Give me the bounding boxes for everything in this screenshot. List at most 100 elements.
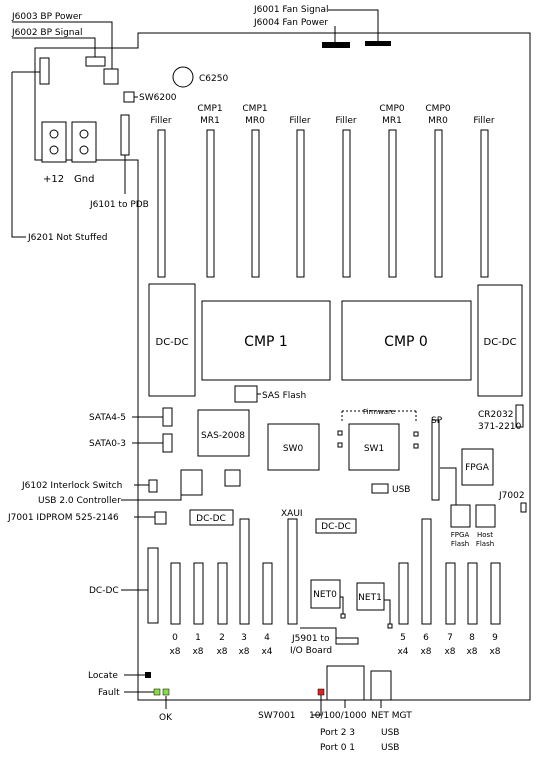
label-sata03: SATA0-3 — [89, 439, 126, 449]
pcie-slot-number: 7 — [447, 633, 453, 643]
fault-led-1 — [153, 688, 161, 696]
label-port23: Port 2 3 — [320, 728, 355, 738]
label-sas2008: SAS-2008 — [201, 431, 245, 441]
pcie-slot-width: x4 — [397, 647, 408, 657]
label-dcdc-vertical: DC-DC — [89, 586, 119, 596]
j5901-connector — [335, 637, 359, 645]
locate-led — [145, 672, 151, 678]
terminal-hole — [79, 129, 89, 139]
memory-slot — [296, 129, 305, 278]
label-j7002: J7002 — [498, 491, 525, 501]
j7002-connector — [520, 502, 527, 513]
sw1-chip — [348, 423, 400, 471]
label-fpga: FPGA — [465, 463, 490, 473]
pcie-slot-width: x8 — [444, 647, 455, 657]
pcie-slot-width: x8 — [169, 647, 180, 657]
j6001-connector — [365, 41, 391, 46]
net1-small-chip — [387, 623, 393, 629]
firmware-chip — [337, 430, 343, 436]
label-cmp1: CMP 1 — [244, 334, 288, 350]
j6201-connector — [39, 57, 50, 85]
fpga-chip — [461, 448, 494, 486]
net0-chip — [310, 579, 341, 609]
leader-j6003 — [12, 21, 113, 69]
leader-j6201 — [11, 71, 40, 238]
memory-slot — [206, 129, 215, 278]
c6250-capacitor — [172, 66, 194, 88]
net0-small-chip — [340, 613, 346, 619]
sp-connector — [431, 419, 440, 501]
label-j6001: J6001 Fan Signal — [253, 5, 329, 15]
label-j6002: J6002 BP Signal — [11, 28, 83, 38]
leader-usb20 — [121, 495, 182, 501]
label-netmgt: NET MGT — [371, 711, 412, 721]
j6002-connector — [85, 56, 106, 67]
memory-slot-label: Filler — [473, 116, 495, 126]
pcie-slot-number: 0 — [172, 633, 178, 643]
label-xaui: XAUI — [281, 509, 303, 519]
leader-net0 — [340, 596, 344, 614]
j6102-connector — [148, 479, 158, 493]
leader-net1 — [384, 599, 391, 624]
pcie-slot — [398, 562, 409, 625]
memory-slot-label: CMP1 — [242, 104, 267, 114]
dcdc-right-block — [477, 284, 523, 397]
label-dcdc-left: DC-DC — [156, 337, 189, 348]
label-sp: SP — [431, 416, 443, 426]
dcdc-small-left — [189, 509, 234, 526]
label-j6201: J6201 Not Stuffed — [27, 233, 107, 243]
label-j5901-2: I/O Board — [290, 646, 332, 656]
cmp0-block — [341, 300, 472, 381]
sata45-connector — [162, 407, 173, 427]
pcie-slot-width: x8 — [489, 647, 500, 657]
j6004-connector — [322, 42, 350, 48]
memory-slot-label: MR1 — [382, 116, 402, 126]
battery-cr2032 — [515, 404, 524, 428]
pcie-slot-width: x8 — [238, 647, 249, 657]
pcie-slot-number: 4 — [264, 633, 270, 643]
pcie-slot-width: x8 — [216, 647, 227, 657]
firmware-chip — [337, 442, 343, 448]
label-fault: Fault — [98, 688, 120, 698]
label-plus12: +12 — [43, 174, 64, 185]
label-dcdc-small-center: DC-DC — [321, 522, 351, 532]
pcie-slot-width: x8 — [192, 647, 203, 657]
label-cr2032: CR2032 — [478, 410, 513, 420]
label-usb20: USB 2.0 Controller — [38, 496, 121, 506]
j6101-connector — [120, 114, 130, 156]
label-sas-flash: SAS Flash — [262, 391, 306, 401]
xaui-connector — [287, 518, 298, 625]
pcie-slot-number: 1 — [195, 633, 201, 643]
memory-slot-label: MR0 — [428, 116, 448, 126]
pcie-slot-width: x8 — [466, 647, 477, 657]
label-locate: Locate — [88, 671, 118, 681]
usb20-controller-chip — [180, 469, 203, 496]
sas-flash-chip — [234, 385, 258, 403]
pcie-slot — [467, 562, 478, 625]
dcdc-vertical-left — [147, 547, 159, 624]
pcie-slot — [490, 562, 501, 625]
label-fpga-flash: FPGA — [451, 531, 470, 539]
memory-slot-label: CMP0 — [425, 104, 450, 114]
leader-j6002 — [12, 37, 96, 57]
terminal-hole — [79, 145, 89, 155]
memory-slot-label: CMP1 — [197, 104, 222, 114]
dcdc-small-center — [315, 518, 357, 534]
label-net1: NET1 — [358, 593, 382, 603]
small-chip — [224, 469, 241, 487]
pcie-slot-number: 2 — [219, 633, 225, 643]
label-j6102: J6102 Interlock Switch — [21, 481, 122, 491]
pcie-slot — [239, 518, 250, 625]
memory-slot — [480, 129, 489, 278]
memory-slot-label: CMP0 — [379, 104, 404, 114]
memory-slot — [157, 129, 166, 278]
sw7001-button — [317, 688, 325, 696]
sata03-connector — [162, 433, 173, 453]
pcie-slot-number: 6 — [423, 633, 429, 643]
memory-slot-label: MR1 — [200, 116, 220, 126]
pcie-slot-width: x8 — [420, 647, 431, 657]
label-usb-b: USB — [381, 743, 399, 753]
